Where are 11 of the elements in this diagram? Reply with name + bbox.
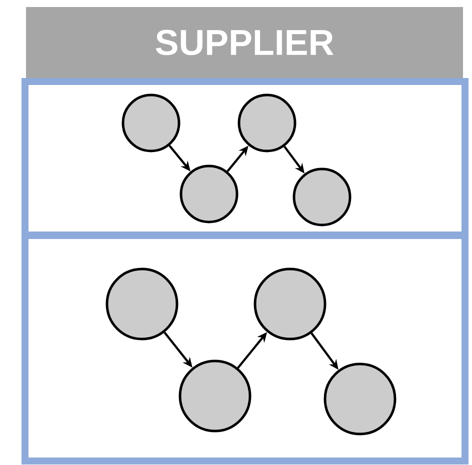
circle: [238, 94, 296, 152]
circle: [122, 94, 180, 152]
panel-box: [22, 78, 468, 239]
panel-box: [22, 232, 468, 464]
circle: [292, 168, 352, 226]
circle: [106, 268, 178, 340]
circle: [254, 268, 326, 340]
header-band: SUPPLIER: [26, 7, 463, 78]
circle: [178, 360, 252, 432]
circle: [324, 362, 396, 436]
circle: [180, 164, 238, 224]
